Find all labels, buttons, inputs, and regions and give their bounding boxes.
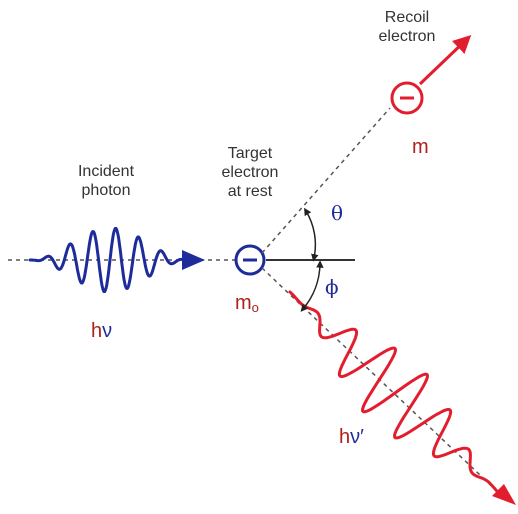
scattered-energy-nu: ν′ — [350, 426, 364, 448]
target-label-line2: electron — [221, 164, 279, 181]
recoil-label-line1: Recoil — [384, 9, 430, 26]
rest-mass-base: m — [235, 292, 252, 314]
phi-text: ϕ — [325, 275, 339, 299]
incident-energy-symbol: hν — [91, 320, 112, 342]
recoil-electron-label: Recoil electron — [352, 8, 462, 46]
incident-energy-nu: ν — [102, 320, 113, 342]
incident-label-line2: photon — [81, 182, 131, 199]
recoil-velocity-arrow — [418, 35, 472, 86]
scattered-energy-h: h — [339, 426, 351, 448]
incident-energy-h: h — [91, 320, 103, 342]
recoil-dashed-path — [261, 107, 391, 254]
scattered-photon-arrowhead — [492, 484, 516, 505]
target-label-line3: at rest — [227, 183, 273, 200]
theta-angle-arc — [304, 207, 319, 262]
rest-mass-subscript: o — [251, 300, 259, 315]
rest-mass-symbol: mo — [235, 292, 259, 319]
scattered-energy-symbol: hν′ — [339, 426, 364, 448]
incident-label-line1: Incident — [77, 163, 135, 180]
recoil-mass-text: m — [412, 136, 429, 158]
target-electron-label: Target electron at rest — [208, 144, 292, 201]
recoil-label-line2: electron — [378, 28, 436, 45]
scattered-dashed-path — [261, 267, 501, 495]
scattered-photon-wave — [288, 290, 502, 496]
incident-photon-wave — [28, 227, 192, 293]
phi-symbol: ϕ — [325, 276, 339, 298]
target-label-line1: Target — [227, 145, 273, 162]
theta-text: θ — [331, 201, 344, 225]
recoil-mass-symbol: m — [412, 136, 429, 158]
incident-photon-label: Incident photon — [56, 162, 156, 200]
incident-photon-arrowhead — [182, 250, 205, 270]
theta-symbol: θ — [331, 202, 343, 224]
phi-angle-arc — [300, 260, 324, 312]
